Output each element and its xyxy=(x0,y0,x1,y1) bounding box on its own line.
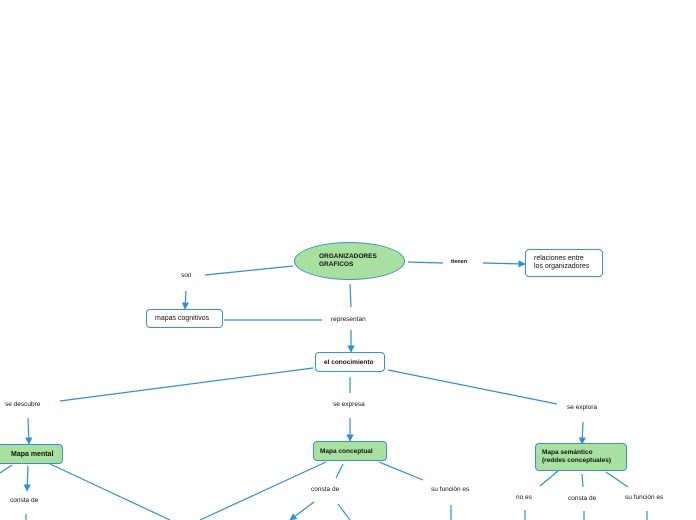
link-label-consta-de-mental: consta de xyxy=(10,497,39,504)
node-mapa-mental[interactable]: Mapa mental xyxy=(0,444,63,464)
connector-root-son xyxy=(204,265,294,276)
connector-conocimiento-descubre xyxy=(59,367,314,402)
node-relaciones-line1: relaciones entre xyxy=(534,254,584,262)
node-mapa-semantico-line2: (reddes conceptuales) xyxy=(542,457,611,464)
root-node-organizadores-graficos[interactable]: ORGANIZADORES GRAFICOS xyxy=(294,242,405,280)
connector-mental-down xyxy=(49,463,171,520)
connector-explora-semantico xyxy=(578,421,586,445)
connector-root-tienen xyxy=(407,261,444,264)
node-el-conocimiento-label: el conocimiento xyxy=(324,358,374,366)
link-label-su-funcion-semantico: su función es xyxy=(625,494,664,501)
connector-semantico-noes xyxy=(539,470,559,487)
link-label-su-funcion-conceptual: su función es xyxy=(431,486,470,493)
node-relaciones-line2: los organizadores xyxy=(534,263,590,270)
root-node-line1: ORGANIZADORES xyxy=(319,252,377,260)
connector-semantico-consta xyxy=(581,473,584,488)
node-mapa-conceptual[interactable]: Mapa conceptual xyxy=(313,441,387,461)
link-label-tienen: tienen xyxy=(451,259,468,265)
connector-conceptual-down-left xyxy=(199,461,327,520)
node-mapas-cognitivos[interactable]: mapas cognitivos xyxy=(146,309,223,328)
root-node-line2: GRAFICOS xyxy=(319,261,354,268)
link-label-se-expresa: se expresa xyxy=(333,401,365,408)
connector-mental-left xyxy=(0,464,13,474)
node-relaciones-organizadores[interactable]: relaciones entre los organizadores xyxy=(525,249,603,277)
connector-consta-right xyxy=(337,503,351,520)
connector-root-representan xyxy=(349,283,352,308)
connector-descubre-mental xyxy=(25,417,33,445)
node-mapa-semantico-line1: Mapa semántico xyxy=(542,448,593,456)
node-mapa-mental-label: Mapa mental xyxy=(11,450,54,458)
connector-tienen-relaciones xyxy=(482,260,526,268)
node-el-conocimiento[interactable]: el conocimiento xyxy=(315,352,385,372)
link-label-consta-de-semantico: consta de xyxy=(568,495,597,502)
link-label-consta-de-conceptual: consta de xyxy=(311,486,340,493)
link-label-se-explora: se explora xyxy=(567,404,597,411)
node-mapas-cognitivos-label: mapas cognitivos xyxy=(155,315,210,322)
connector-mental-consta xyxy=(23,465,31,492)
link-label-se-descubre: se descubre xyxy=(5,401,41,408)
connector-consta-left xyxy=(289,501,315,520)
link-label-representan: representan xyxy=(331,316,366,323)
link-label-no-es: no es xyxy=(516,494,532,501)
connector-conceptual-funcion xyxy=(378,461,424,481)
connector-conocimiento-explora xyxy=(387,369,558,405)
node-mapa-conceptual-label: Mapa conceptual xyxy=(320,447,373,455)
connector-conceptual-consta xyxy=(335,463,344,479)
link-label-son: son xyxy=(181,272,192,279)
node-mapa-semantico[interactable]: Mapa semántico (reddes conceptuales) xyxy=(535,443,627,471)
connector-semantico-funcion xyxy=(605,471,629,488)
connector-son-mapas xyxy=(181,290,189,310)
